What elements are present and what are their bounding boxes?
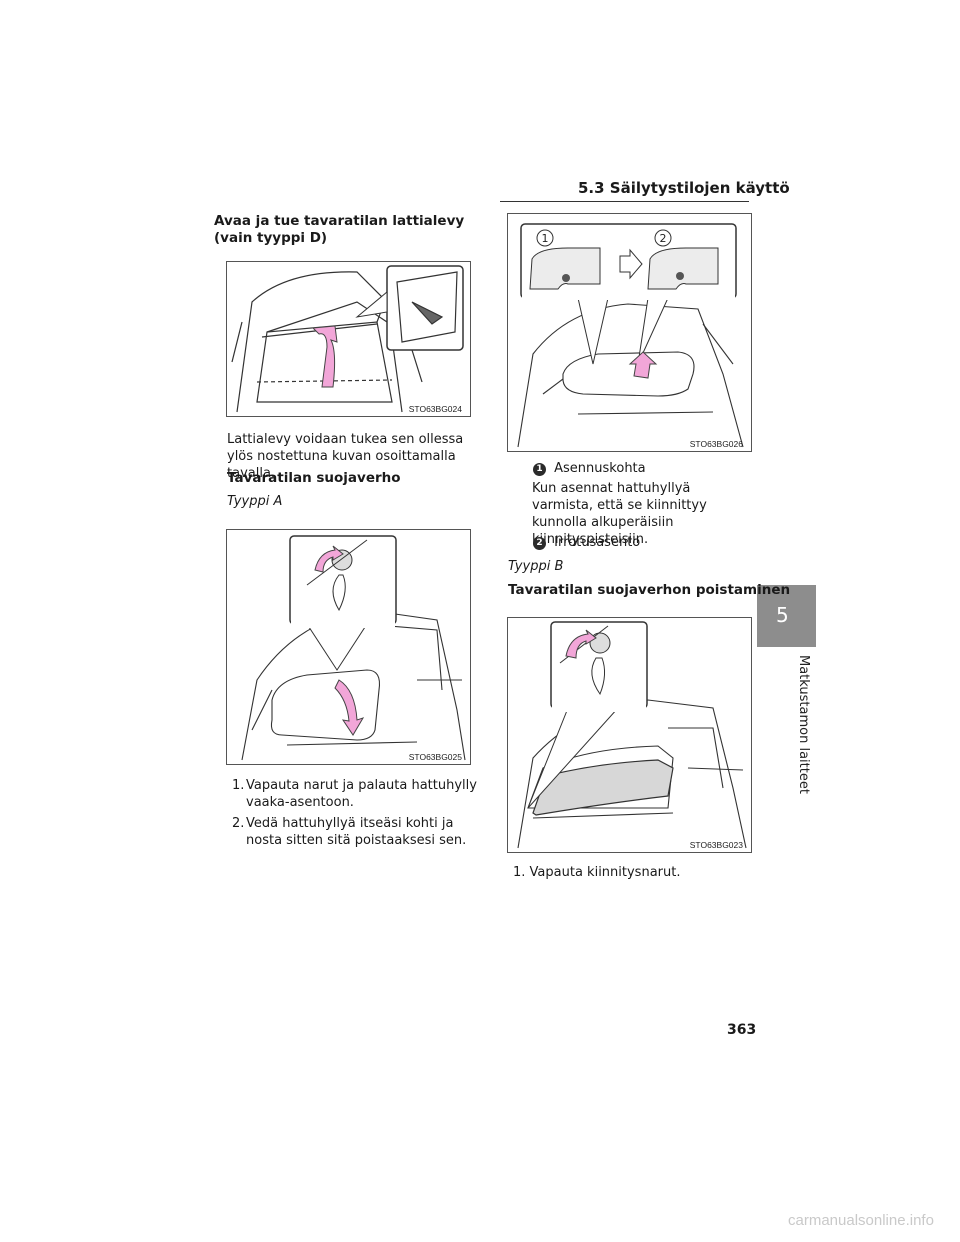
figure-cover-type-b-illustration [517,621,747,849]
type-a-label: Tyyppi A [227,494,283,509]
step-number: 2. [232,816,245,831]
type-b-step: 1. Vapauta kiinnitysnarut. [513,864,680,881]
heading-cover-removal: Tavaratilan suojaverhon poistaminen [508,582,791,598]
callout-2: 2 [660,232,667,245]
list-item: 2. Vedä hattuhyllyä itseäsi kohti ja nos… [232,815,482,849]
figure-code: STO63BG025 [408,752,462,762]
list-item: 1. Vapauta narut ja palauta hattuhylly v… [232,777,482,811]
chapter-tab [757,585,816,647]
step-number: 1. [513,865,526,880]
figure-code: STO63BG023 [689,840,743,850]
figure-floor-board: STO63BG024 [226,261,471,417]
floor-board-description: Lattialevy voidaan tukea sen ollessa ylö… [227,432,464,481]
header-divider [500,201,749,202]
callout-1: 1 [542,232,549,245]
chapter-label: Matkustamon laitteet [796,655,811,794]
figure-floor-board-illustration [231,265,464,413]
item-removal-position: 2 Irrotusasento [533,534,640,551]
figure-code: STO63BG026 [689,439,743,449]
item-label: Asennuskohta [554,461,646,476]
item-installation-position: 1 Asennuskohta [533,460,646,477]
item-number-badge: 2 [533,537,546,550]
step-number: 1. [232,778,245,793]
item-number-badge: 1 [533,463,546,476]
figure-cover-positions: 1 2 STO63BG026 [507,213,752,452]
figure-cover-positions-illustration: 1 2 [517,223,744,448]
item-label: Irrotusasento [554,535,641,550]
step-text: Vedä hattuhyllyä itseäsi kohti ja nosta … [246,816,467,848]
figure-cover-type-a: STO63BG025 [226,529,471,765]
figure-cover-type-b: STO63BG023 [507,617,752,853]
step-text: Vapauta narut ja palauta hattuhylly vaak… [246,778,477,810]
type-a-steps: 1. Vapauta narut ja palauta hattuhylly v… [232,777,482,849]
section-title: 5.3 Säilytystilojen käyttö [578,179,790,197]
step-text: Vapauta kiinnitysnarut. [529,865,681,880]
installation-note: Kun asennat hattuhyllyä varmista, että s… [532,481,707,547]
heading-floor-board: Avaa ja tue tavaratilan lattialevy (vain… [214,213,465,246]
heading-tonneau-cover: Tavaratilan suojaverho [227,470,401,486]
figure-code: STO63BG024 [408,404,462,414]
type-b-label: Tyyppi B [508,559,564,574]
page-number: 363 [727,1022,757,1038]
figure-cover-type-a-illustration [241,535,466,761]
chapter-number: 5 [776,603,789,627]
watermark: carmanualsonline.info [788,1212,934,1229]
